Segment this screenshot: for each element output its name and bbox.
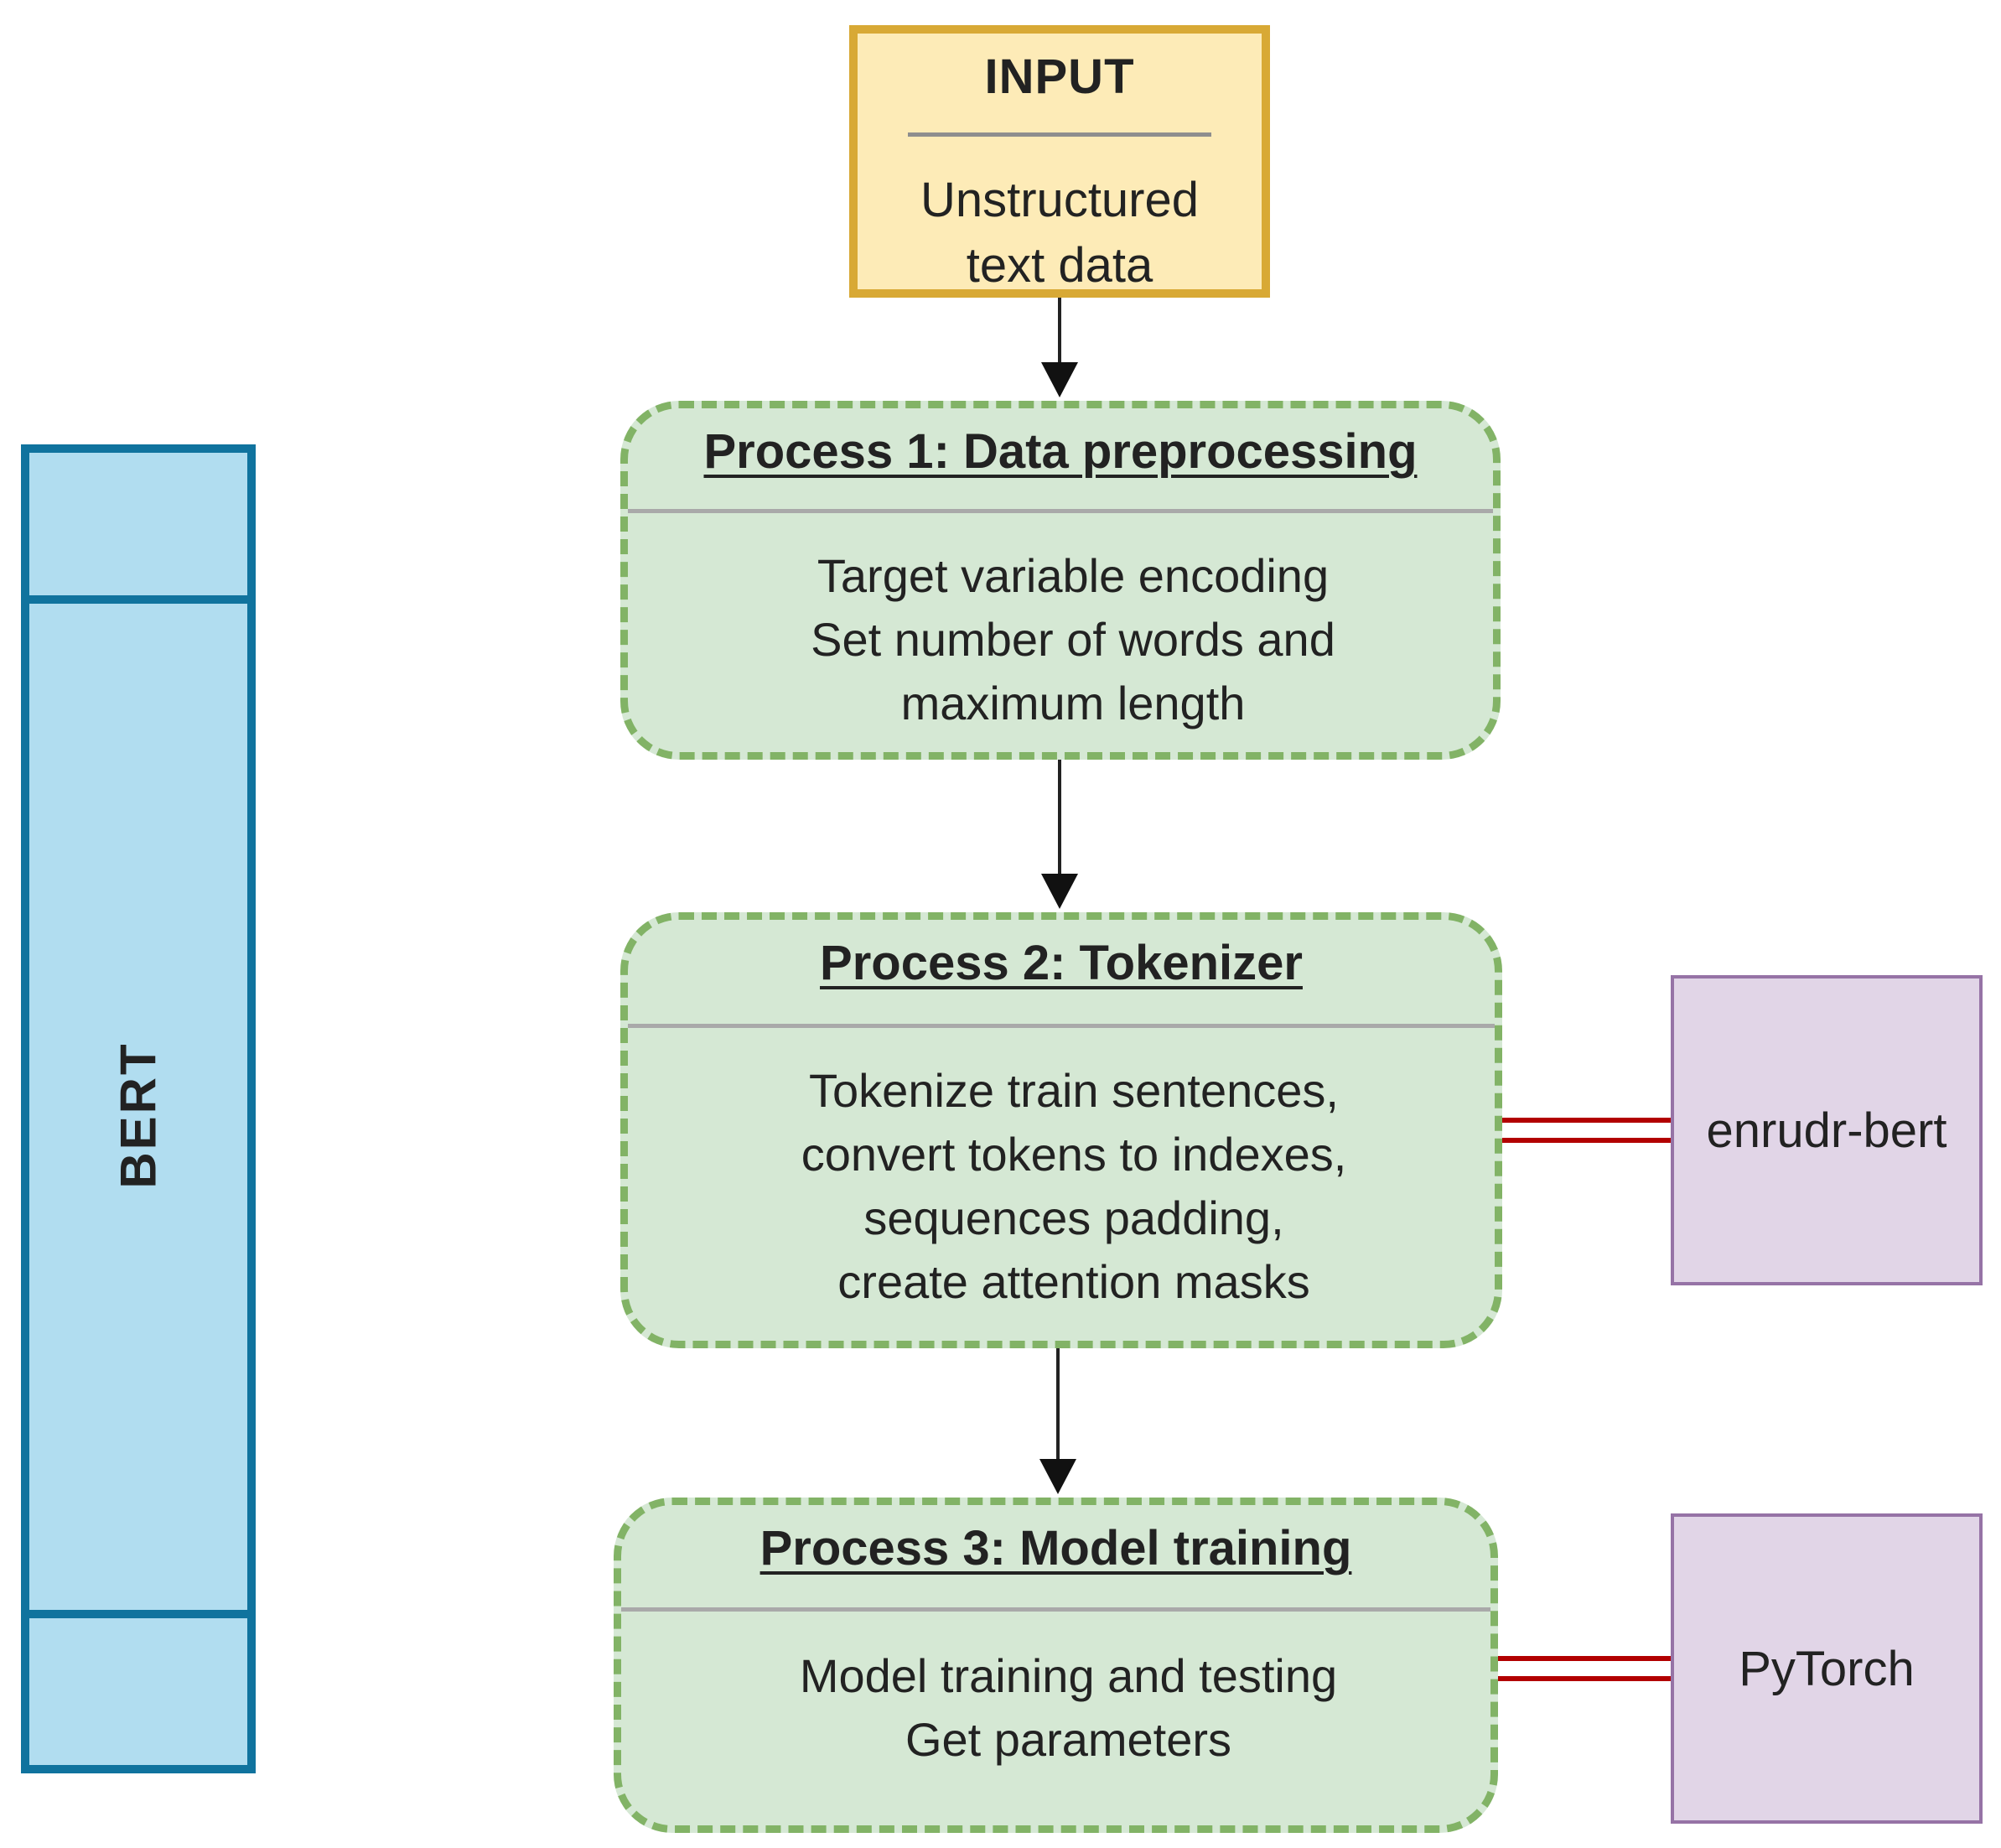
pytorch-box: PyTorch bbox=[1671, 1513, 1983, 1824]
process-1-line: Set number of words and bbox=[811, 613, 1335, 666]
arrow-input-to-process-1-head bbox=[1041, 362, 1078, 397]
input-body-line: Unstructured bbox=[920, 173, 1200, 227]
process-2-box: Process 2: Tokenizer Tokenize train sent… bbox=[620, 912, 1502, 1348]
process-3-title: Process 3: Model training bbox=[759, 1521, 1352, 1575]
process-2-line: create attention masks bbox=[837, 1255, 1310, 1308]
bert-bar-bottom-divider bbox=[29, 1610, 247, 1618]
enrudr-bert-box: enrudr-bert bbox=[1671, 975, 1983, 1285]
process-1-divider bbox=[628, 509, 1493, 513]
process-1-body: Target variable encoding Set number of w… bbox=[653, 544, 1493, 735]
process-1-title: Process 1: Data preprocessing bbox=[703, 424, 1418, 479]
process-2-title: Process 2: Tokenizer bbox=[820, 936, 1303, 990]
process-2-line: Tokenize train sentences, bbox=[809, 1064, 1339, 1117]
process-3-line: Model training and testing bbox=[799, 1649, 1338, 1702]
process-2-line: convert tokens to indexes, bbox=[801, 1128, 1347, 1181]
process-1-box: Process 1: Data preprocessing Target var… bbox=[620, 401, 1501, 760]
process-2-divider bbox=[628, 1024, 1495, 1028]
input-divider bbox=[908, 132, 1211, 137]
arrow-process-1-to-process-2-head bbox=[1041, 874, 1078, 909]
process-3-line: Get parameters bbox=[905, 1713, 1232, 1766]
process-1-line: maximum length bbox=[900, 677, 1246, 729]
input-title: INPUT bbox=[984, 49, 1135, 104]
process-3-box: Process 3: Model training Model training… bbox=[614, 1498, 1498, 1833]
pytorch-label: PyTorch bbox=[1739, 1641, 1915, 1696]
bert-bar-top-divider bbox=[29, 595, 247, 604]
bert-bar: BERT bbox=[21, 444, 256, 1773]
enrudr-bert-label: enrudr-bert bbox=[1706, 1103, 1947, 1158]
input-body-line: text data bbox=[966, 238, 1153, 293]
process-2-line: sequences padding, bbox=[863, 1191, 1284, 1244]
process-1-line: Target variable encoding bbox=[816, 549, 1330, 602]
process-3-body: Model training and testing Get parameter… bbox=[646, 1644, 1490, 1772]
process-3-divider bbox=[621, 1607, 1490, 1612]
input-box: INPUT Unstructured text data bbox=[849, 25, 1270, 298]
process-2-body: Tokenize train sentences, convert tokens… bbox=[653, 1059, 1495, 1314]
input-body: Unstructured text data bbox=[858, 168, 1262, 298]
arrow-process-2-to-process-3-head bbox=[1039, 1459, 1076, 1494]
